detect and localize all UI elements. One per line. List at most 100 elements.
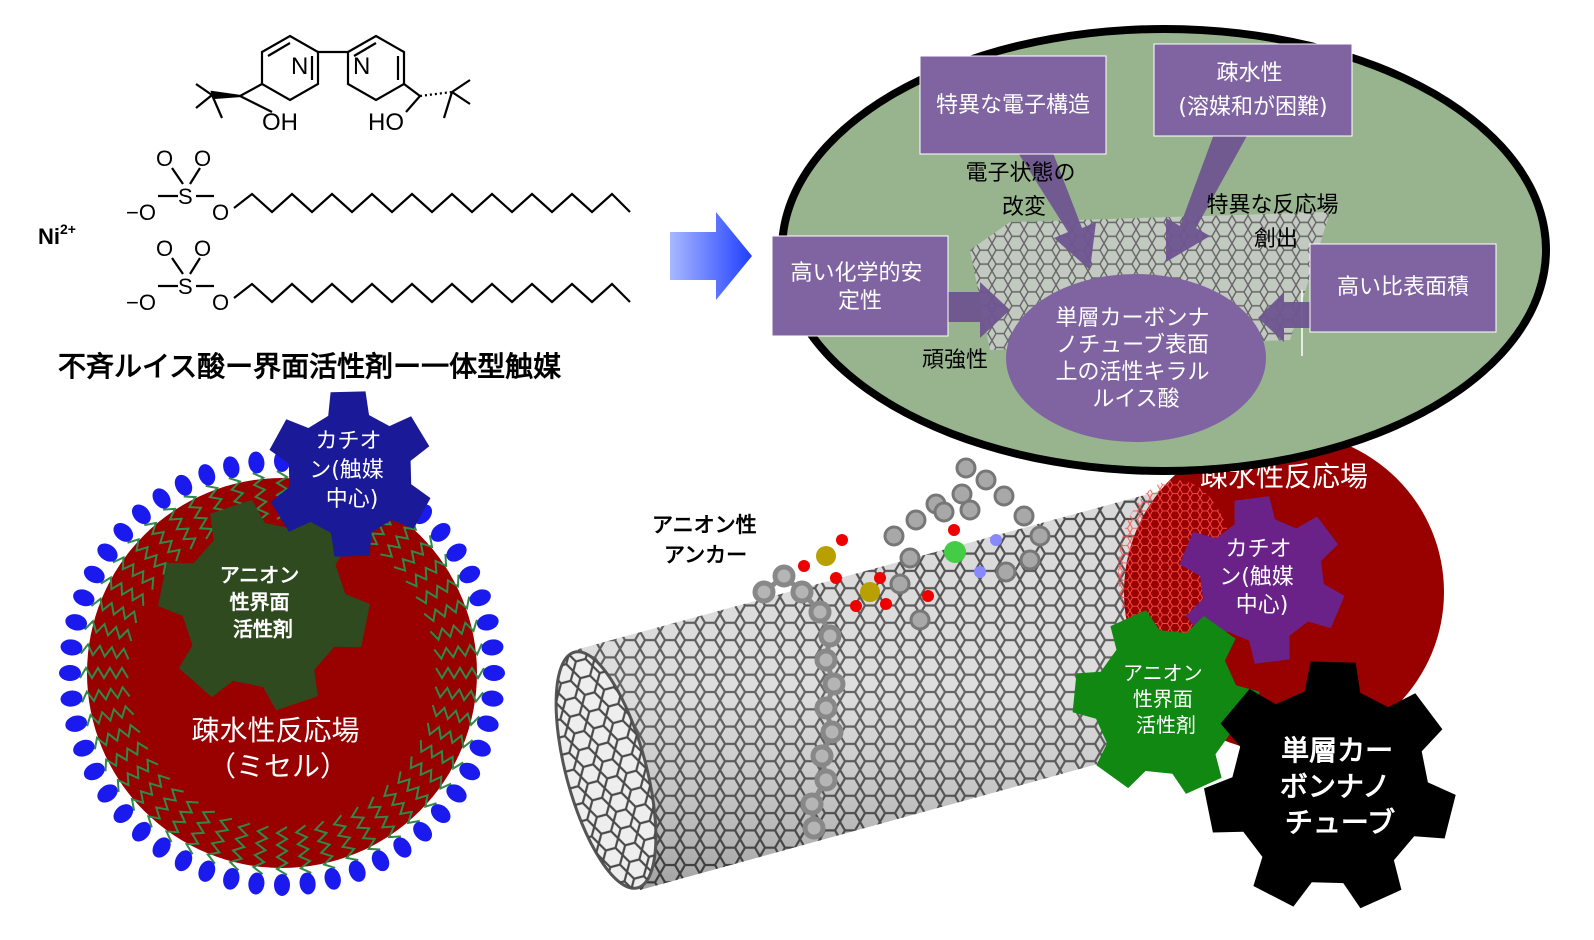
micelle-headgroup xyxy=(113,522,134,542)
micelle-tail xyxy=(90,596,138,624)
atom-o-2c: O xyxy=(212,290,229,315)
micelle-anion-gear-line3: 活性剤 xyxy=(233,617,293,641)
catalyst-caption: 不斉ルイス酸ー界面活性剤ー一体型触媒 xyxy=(58,350,562,383)
anchor-chain-atom xyxy=(752,580,776,604)
micelle-tail xyxy=(431,704,481,727)
svg-text:疎水性反応場 （ミセル）: 疎水性反応場 （ミセル） xyxy=(192,714,369,783)
micelle-tail xyxy=(426,722,474,750)
micelle-cation-gear-line1: カチオ xyxy=(315,429,381,454)
micelle-tail xyxy=(252,472,270,522)
micelle-headgroup xyxy=(152,837,171,858)
label-field-line1: 特異な反応場 xyxy=(1206,193,1338,218)
micelle-headgroup xyxy=(83,565,105,584)
bipyridine-ligand-structure xyxy=(195,34,471,119)
micelle-field-label: 疎水性反応場 xyxy=(192,714,360,747)
anionic-anchor-molecule xyxy=(752,534,892,840)
label-modify-line1: 電子状態の xyxy=(965,161,1075,186)
tube-cation-gear-line2: ン(触媒 xyxy=(1219,565,1294,590)
atom-o-minus-2: −O xyxy=(126,290,156,315)
micelle-headgroup xyxy=(223,456,240,479)
micelle-tail xyxy=(184,810,215,855)
micelle-headgroup xyxy=(131,504,151,525)
center-line1: 単層カーボンナ xyxy=(1055,306,1209,331)
micelle-headgroup xyxy=(174,850,193,872)
atom-oh: OH xyxy=(262,109,298,136)
micelle-headgroup xyxy=(248,451,265,474)
micelle-anion-gear-line2: 性界面 xyxy=(230,590,290,614)
micelle-headgroup xyxy=(198,464,216,486)
complex-atom xyxy=(933,501,955,523)
micelle-headgroup xyxy=(481,690,504,707)
micelle-tail xyxy=(163,507,197,550)
micelle-tail xyxy=(433,643,483,661)
atom-o-1a: O xyxy=(156,146,173,171)
micelle-headgroup xyxy=(446,784,467,803)
micelle-cation-gear-line3: 中心) xyxy=(326,487,379,512)
anchor-label-line1: アニオン性 xyxy=(652,513,757,537)
svg-text:アニオン性 アンカー: アニオン性 アンカー xyxy=(652,513,764,567)
micelle-headgroup xyxy=(73,589,95,607)
box-chemical-stability xyxy=(771,235,949,337)
micelle-tail xyxy=(350,806,381,851)
micelle-tail xyxy=(429,619,478,642)
atom-o-minus-1: −O xyxy=(126,200,156,225)
box-stability-line1: 高い化学的安 xyxy=(790,261,922,286)
swcnt-gear xyxy=(1204,661,1456,909)
transition-arrow xyxy=(670,212,752,300)
micelle-headgroup xyxy=(481,639,504,656)
micelle-anion-gear-line1: アニオン xyxy=(220,563,300,587)
swcnt-gear-line2: ボンナノ xyxy=(1280,770,1391,803)
micelle-tail xyxy=(397,771,437,809)
anchor-chain-atom xyxy=(822,672,846,696)
micelle-headgroup xyxy=(65,715,88,732)
complex-atom xyxy=(1029,525,1051,547)
box-hydrophobic-line1: 疎水性 xyxy=(1216,61,1282,86)
micelle-headgroup xyxy=(113,804,134,824)
micelle-headgroup xyxy=(60,690,83,707)
micelle-tail xyxy=(251,825,269,875)
complex-atom xyxy=(1013,505,1035,527)
micelle-headgroup xyxy=(97,543,118,562)
label-modify-line2: 改変 xyxy=(1002,195,1046,220)
micelle-tail xyxy=(405,554,448,588)
box-surface-area xyxy=(1309,243,1497,333)
micelle-tail xyxy=(79,666,129,680)
complex-atom xyxy=(899,547,921,569)
atom-o-1b: O xyxy=(194,146,211,171)
micelle-headgroup xyxy=(83,762,105,781)
micelle-headgroup xyxy=(459,565,481,584)
label-field-line2: 創出 xyxy=(1254,227,1298,252)
micelle-headgroup xyxy=(65,614,88,631)
atom-n-right: N xyxy=(353,53,370,80)
anchor-chain-atom xyxy=(818,624,842,648)
svg-text:疎水性 (溶媒和が困難): 疎水性 (溶媒和が困難) xyxy=(1178,61,1327,120)
anchor-chain-atom xyxy=(800,792,824,816)
catalyst-complex xyxy=(883,457,1051,631)
anchor-chain-atom xyxy=(814,648,838,672)
svg-text:単層カーボンナ ノチューブ表面 上の活性キラ: 単層カーボンナ ノチューブ表面 上の活性キラル ルイス酸 xyxy=(1055,306,1216,412)
micelle-tail xyxy=(434,686,484,704)
micelle-headgroup xyxy=(446,543,467,562)
atom-s-2: S xyxy=(178,274,193,299)
micelle-tail xyxy=(127,537,167,575)
anion-surfactant-gear xyxy=(158,499,370,711)
micelle-tail xyxy=(380,518,418,558)
anchor-label-line2: アンカー xyxy=(664,543,747,567)
svg-text:高い化学的安 定性: 高い化学的安 定性 xyxy=(790,261,929,314)
micelle-tail xyxy=(183,495,214,540)
label-robust: 頑強性 xyxy=(922,348,988,373)
micelle-tail xyxy=(86,704,135,727)
atom-ho: HO xyxy=(368,109,404,136)
anchor-chain-atom xyxy=(814,768,838,792)
micelle-headgroup xyxy=(59,665,81,681)
swcnt-gear-line1: 単層カー xyxy=(1281,734,1393,767)
micelle-tail xyxy=(81,685,131,703)
complex-atom xyxy=(889,573,911,595)
atom-n-left: N xyxy=(291,53,308,80)
micelle-tail xyxy=(112,555,155,590)
svg-text:カチオ ン(触媒 中心): カチオ ン(触媒 中心) xyxy=(1219,537,1301,618)
micelle-headgroup xyxy=(97,784,118,803)
micelle-tail xyxy=(275,826,289,876)
micelle-tail xyxy=(435,666,485,680)
